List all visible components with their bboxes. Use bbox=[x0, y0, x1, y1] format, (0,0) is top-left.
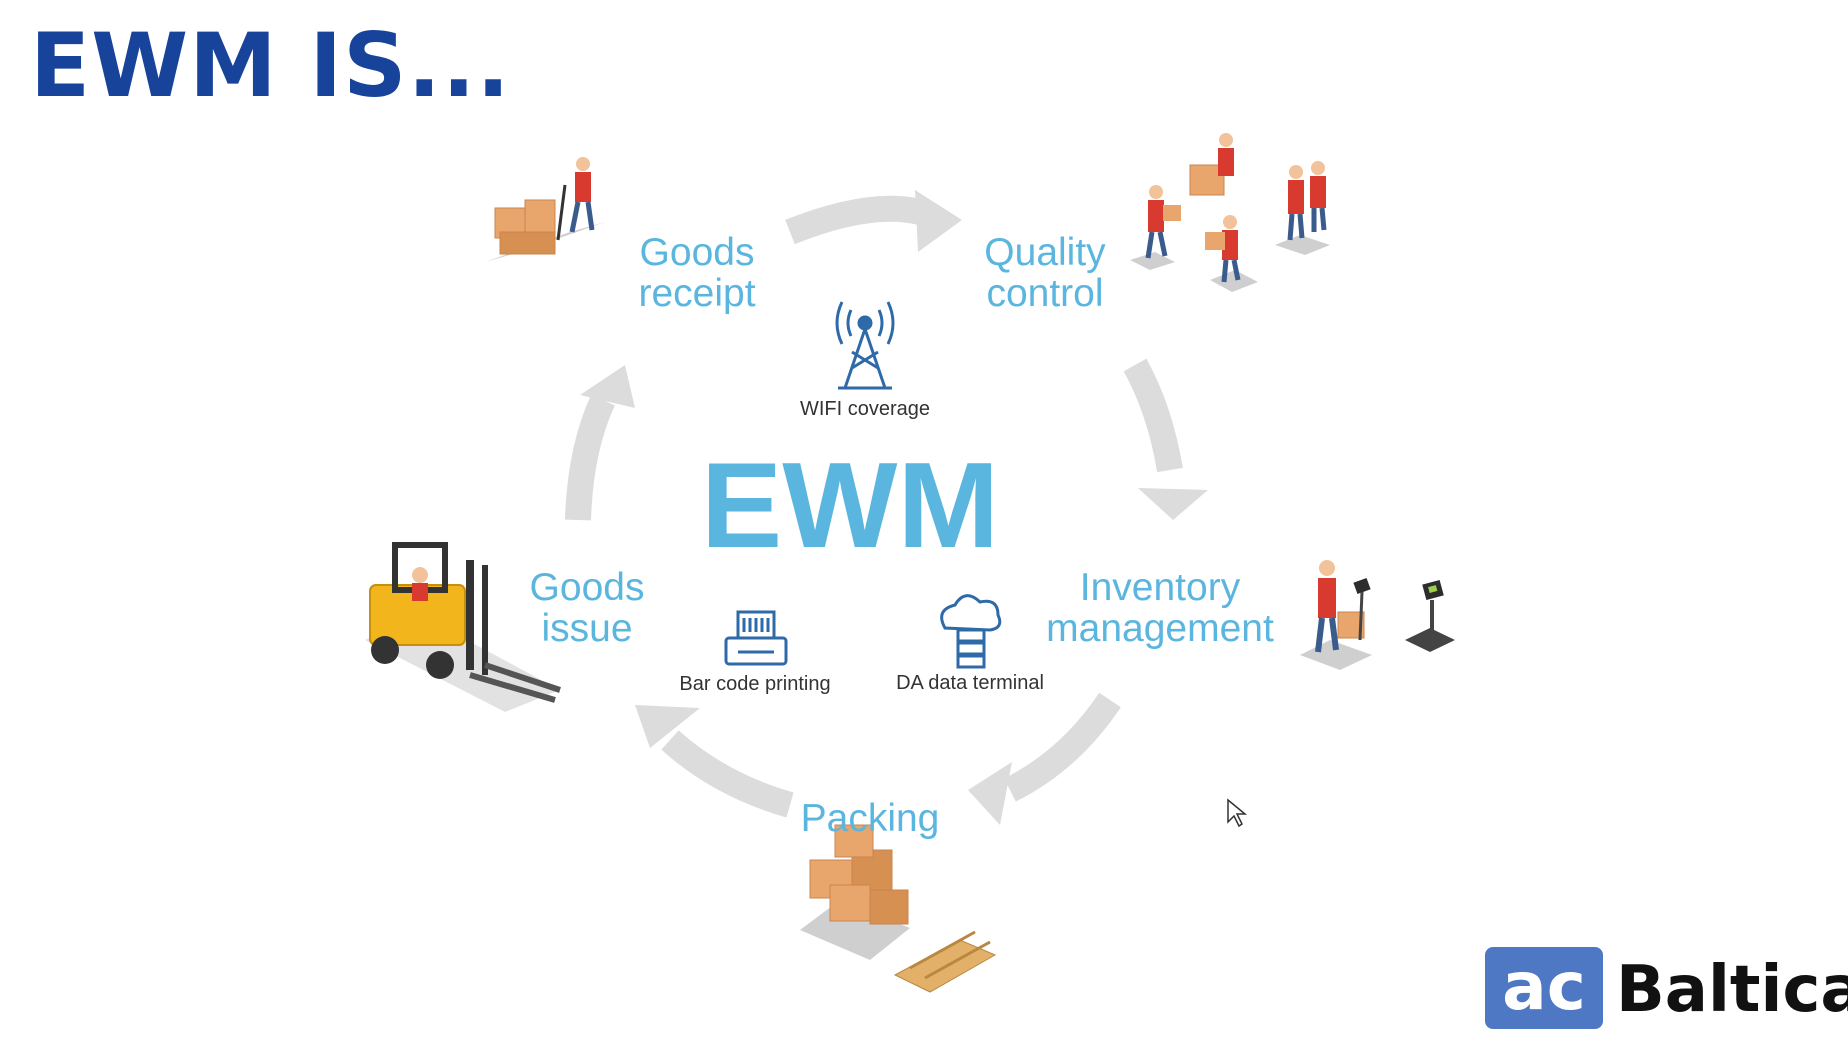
stage-line: Inventory bbox=[1079, 566, 1241, 609]
server-cloud-icon bbox=[940, 594, 1002, 669]
arrow-issue-to-receipt bbox=[565, 365, 635, 521]
stage-line: Quality bbox=[984, 231, 1106, 274]
barcode-label: Bar code printing bbox=[679, 673, 831, 695]
cycle-arrows bbox=[565, 190, 1208, 825]
boxes-pallet-icon bbox=[800, 824, 997, 993]
stage-line: control bbox=[986, 272, 1104, 315]
stage-goods-receipt: Goods receipt bbox=[627, 232, 767, 314]
brand-mark: ac bbox=[1502, 948, 1586, 1025]
brand-logo-box bbox=[1485, 947, 1603, 1029]
arrow-packing-to-issue bbox=[635, 705, 794, 818]
terminal-label: DA data terminal bbox=[896, 672, 1044, 694]
forklift-icon bbox=[365, 542, 561, 712]
stage-line: Goods bbox=[639, 231, 755, 274]
weighing-scale-icon bbox=[1300, 560, 1455, 670]
stage-line: Goods bbox=[529, 566, 645, 609]
stage-inventory-management: Inventory management bbox=[1040, 567, 1280, 649]
stage-goods-issue: Goods issue bbox=[517, 567, 657, 649]
wifi-label: WIFI coverage bbox=[799, 398, 931, 420]
mouse-cursor-icon bbox=[1227, 798, 1248, 828]
arrow-inventory-to-packing bbox=[968, 692, 1121, 825]
stage-line: receipt bbox=[638, 272, 756, 315]
brand-name: Baltica bbox=[1616, 953, 1848, 1027]
stage-quality-control: Quality control bbox=[975, 232, 1115, 314]
arrow-receipt-to-quality bbox=[785, 190, 962, 252]
stage-line: management bbox=[1046, 607, 1274, 650]
stage-packing: Packing bbox=[770, 798, 970, 839]
wifi-tower-icon bbox=[835, 301, 895, 390]
barcode-printer-icon bbox=[724, 610, 788, 666]
page-title: EWM IS... bbox=[30, 14, 511, 117]
inspection-workers-icon bbox=[1130, 133, 1330, 292]
center-label: EWM bbox=[700, 437, 1000, 573]
stage-line: Packing bbox=[800, 797, 940, 840]
stage-line: issue bbox=[541, 607, 633, 650]
pallet-jack-worker-icon bbox=[485, 157, 605, 262]
arrow-quality-to-inventory bbox=[1123, 358, 1208, 520]
